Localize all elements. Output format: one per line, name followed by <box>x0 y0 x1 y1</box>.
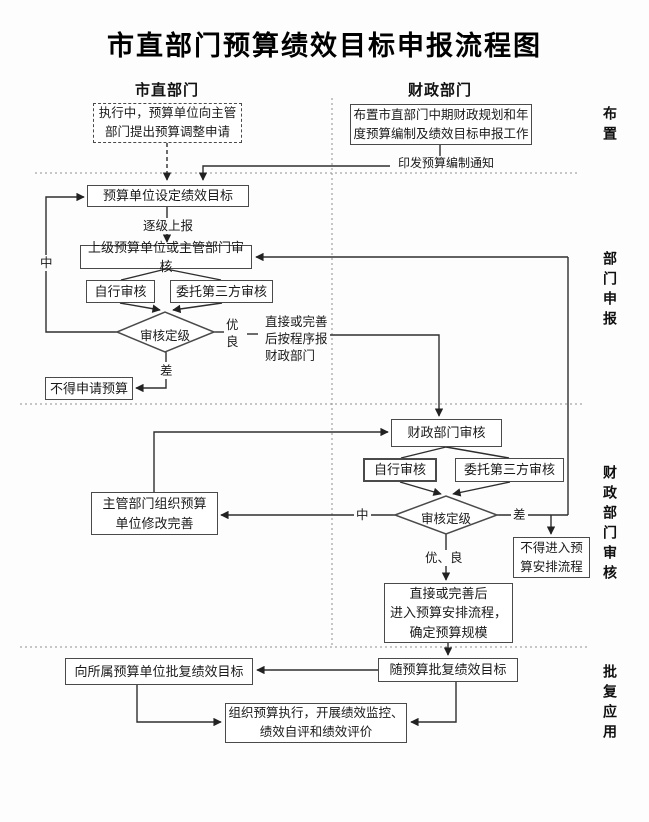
label-mid-dept: 中 <box>38 255 55 272</box>
label-mid-fin: 中 <box>354 507 371 524</box>
box-reply-budget: 随预算批复绩效目标 <box>378 658 518 682</box>
box-finance-review: 财政部门审核 <box>391 419 502 447</box>
diamond-label-grade-dept: 审核定级 <box>139 329 190 343</box>
box-arrange-work: 布置市直部门中期财政规划和年 度预算编制及绩效目标申报工作 <box>350 104 532 145</box>
label-poor-dept: 差 <box>158 363 175 380</box>
label-report-up: 逐级上报 <box>141 218 196 235</box>
box-enter-arrange: 直接或完善后 进入预算安排流程， 确定预算规模 <box>384 583 513 643</box>
box-set-target: 预算单位设定绩效目标 <box>87 185 249 207</box>
column-header-dept: 市直部门 <box>134 82 199 99</box>
decision-diamonds <box>115 311 500 535</box>
box-org-revise: 主管部门组织预算 单位修改完善 <box>91 492 218 535</box>
box-adjust-request: 执行中，预算单位向主管 部门提出预算调整申请 <box>93 103 242 143</box>
page-title: 市直部门预算绩效目标申报流程图 <box>107 31 542 61</box>
label-good-fin: 优、良 <box>423 550 465 567</box>
zone-separators <box>20 98 590 648</box>
box-reply-units: 向所属预算单位批复绩效目标 <box>65 658 253 685</box>
stage-label-buzhi: 布置 <box>602 106 618 146</box>
stage-label-shenbao: 部门申报 <box>602 251 618 331</box>
stage-label-pifu: 批复应用 <box>602 664 618 744</box>
stage-label-shenhe: 财政部门审核 <box>602 465 618 585</box>
box-superior-review: 上级预算单位或主管部门审核 <box>80 240 252 274</box>
box-third-party-dept: 委托第三方审核 <box>170 280 273 303</box>
diamond-grade-fin <box>392 495 500 535</box>
diamond-grade-dept <box>115 311 216 353</box>
box-no-arrange: 不得进入预 算安排流程 <box>513 537 590 578</box>
box-no-apply: 不得申请预算 <box>45 377 133 400</box>
label-report-finance: 直接或完善 后按程序报 财政部门 <box>263 314 330 365</box>
box-self-review-fin: 自行审核 <box>363 458 437 482</box>
diamond-label-grade-fin: 审核定级 <box>420 512 471 526</box>
label-issue-notice: 印发预算编制通知 <box>396 156 497 172</box>
label-good-dept: 优 良 <box>224 317 241 351</box>
label-poor-fin: 差 <box>511 507 528 524</box>
column-header-finance: 财政部门 <box>407 82 472 99</box>
box-third-party-fin: 委托第三方审核 <box>455 458 564 482</box>
box-self-review-dept: 自行审核 <box>86 280 155 303</box>
box-organize-exec: 组织预算执行，开展绩效监控、 绩效自评和绩效评价 <box>225 703 407 743</box>
